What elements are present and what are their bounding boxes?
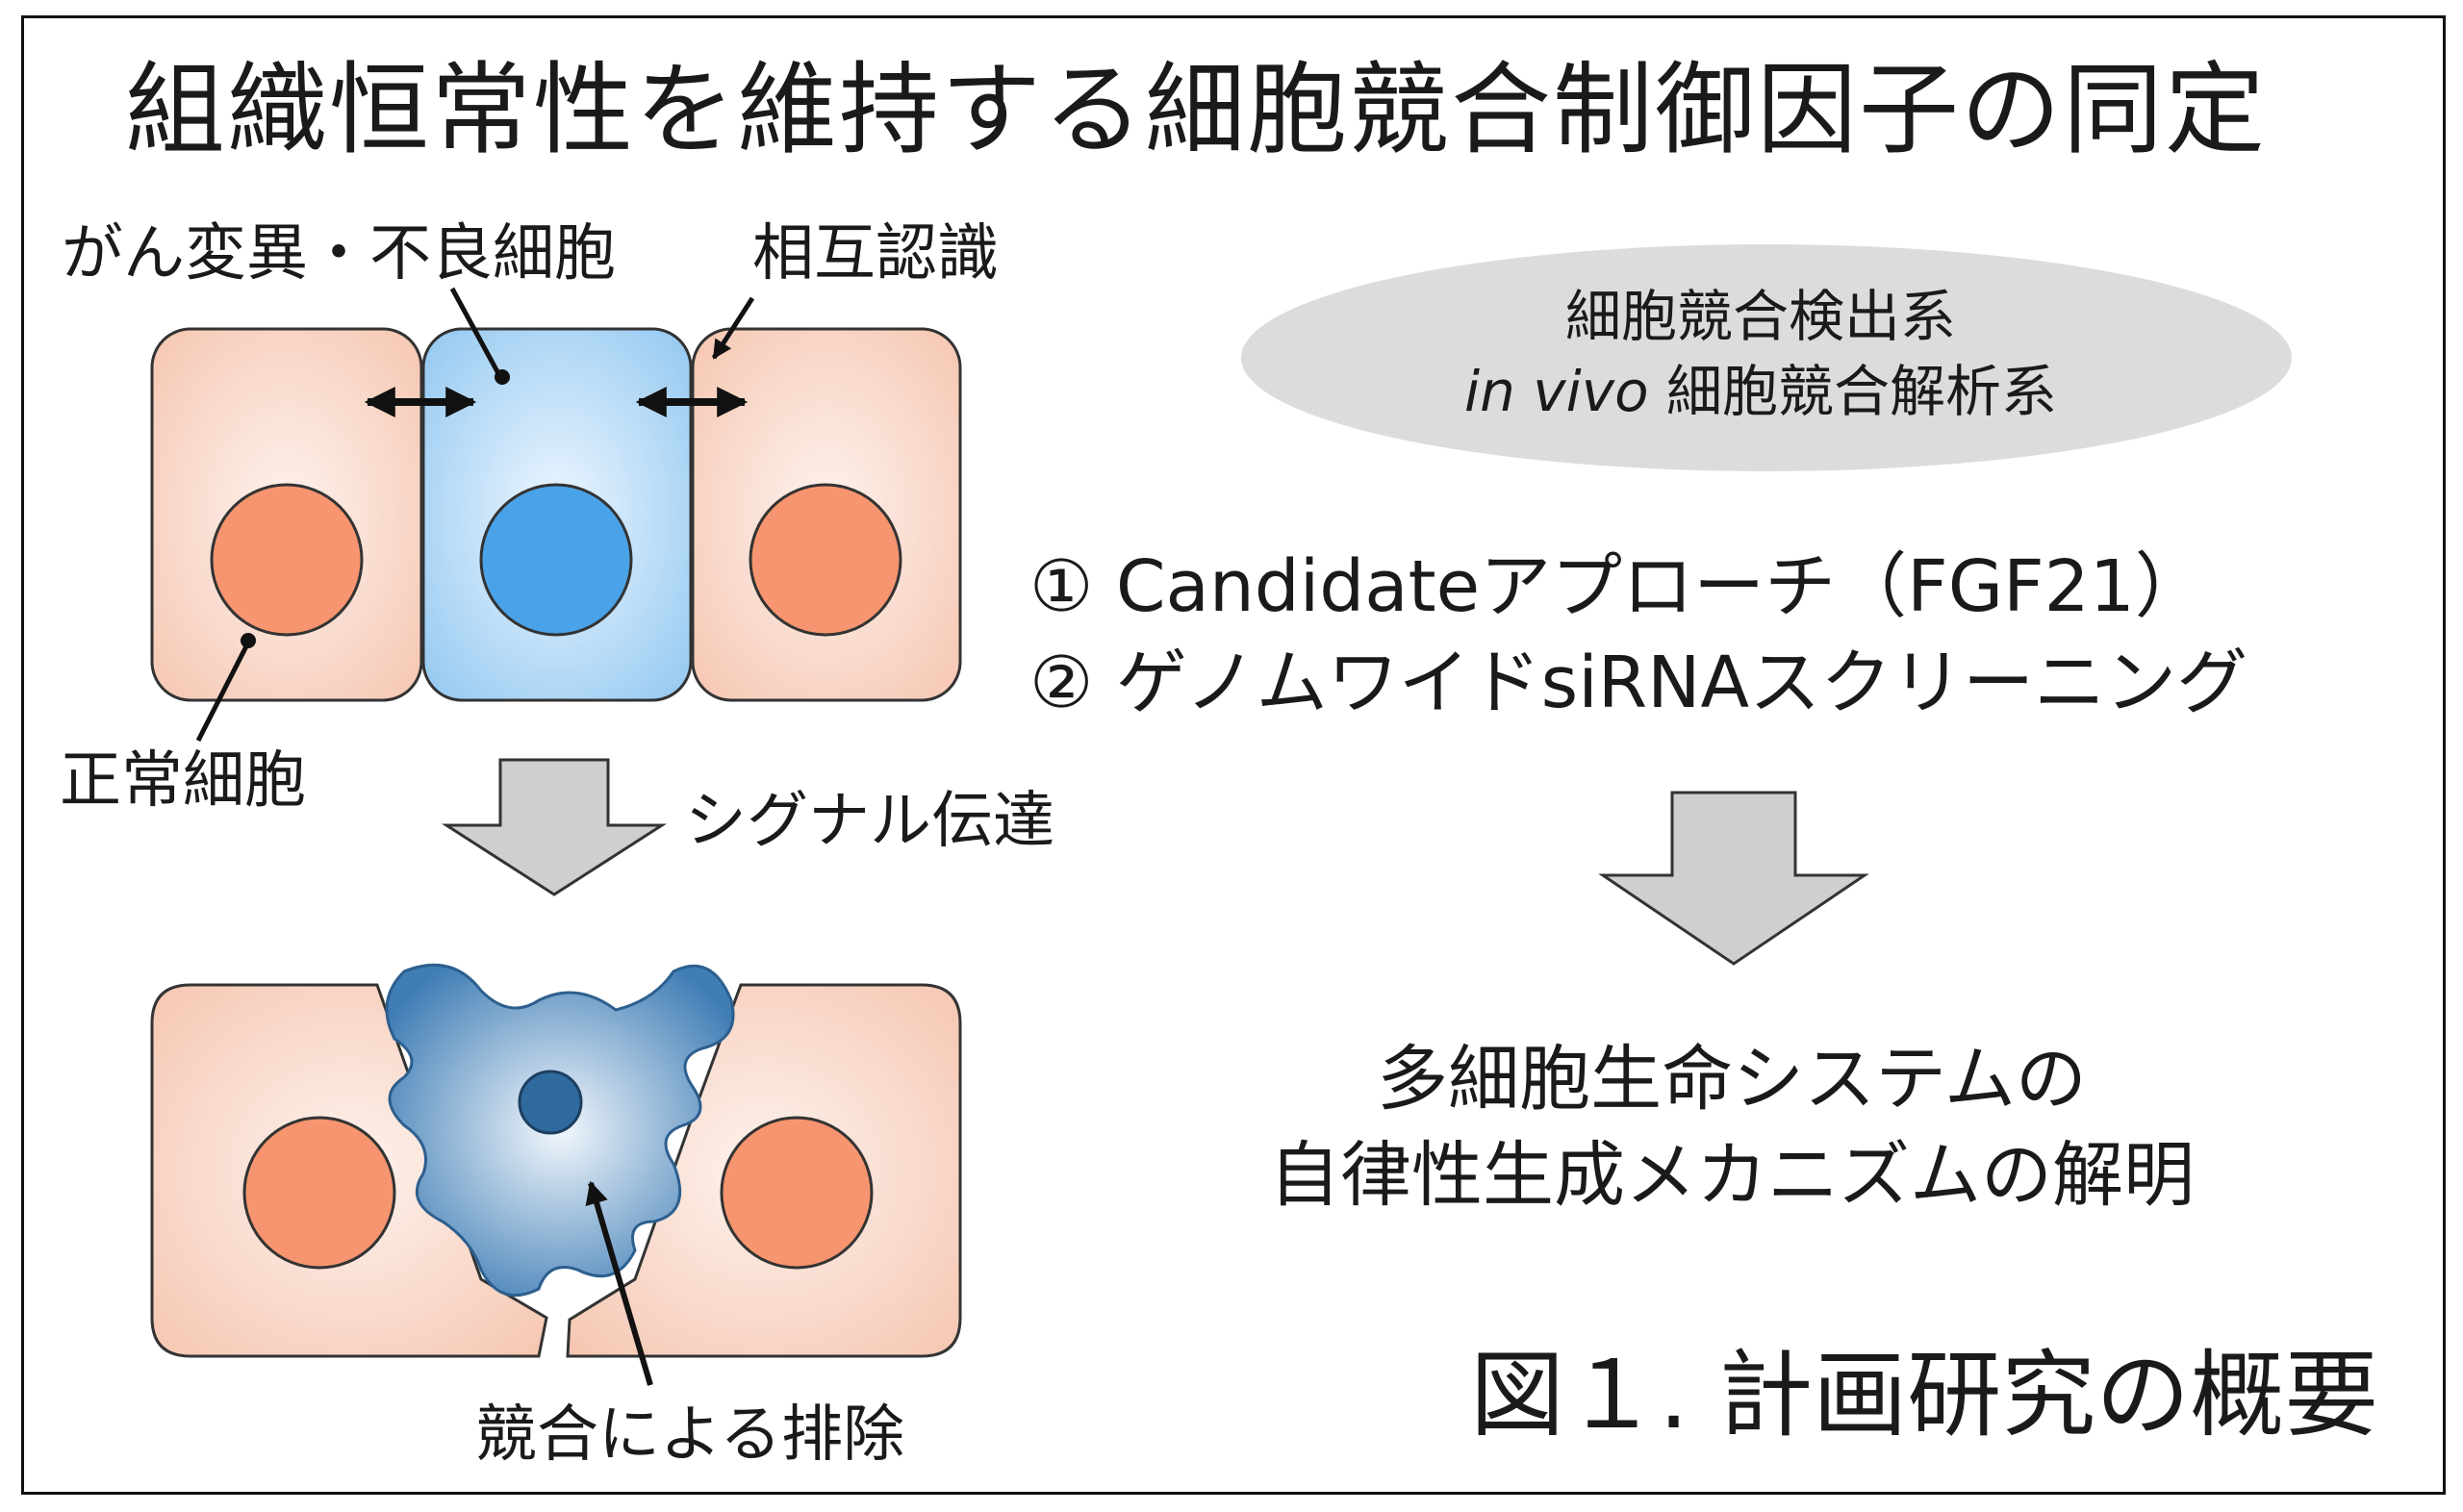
- conclusion: 多細胞生命システムの 自律性生成メカニズムの解明: [1155, 1031, 2309, 1223]
- label-elimination: 競合による排除: [475, 1399, 905, 1471]
- down-arrow-left: [441, 758, 668, 896]
- label-normal-cell: 正常細胞: [60, 745, 306, 817]
- approach-candidate: ① Candidateアプローチ（FGF21）: [1029, 545, 2206, 628]
- figure-frame: [21, 15, 2446, 1495]
- pointer-recognition: [711, 296, 755, 360]
- pointer-elimination: [585, 1180, 653, 1386]
- label-cancer-cell: がん変異・不良細胞: [62, 218, 616, 290]
- figure-caption: 図１. 計画研究の概要: [1470, 1341, 2379, 1450]
- pointer-normal: [195, 641, 251, 743]
- figure-title: 組織恒常性を維持する細胞競合制御因子の同定: [125, 51, 2268, 168]
- assay-line2-rest: 細胞競合解析系: [1648, 359, 2057, 424]
- label-mutual-recognition: 相互認識: [752, 218, 999, 290]
- pointer-cancer-dot: [495, 369, 510, 385]
- assay-in-vivo: in vivo: [1464, 359, 1649, 424]
- pointer-normal-dot: [241, 633, 256, 648]
- normal-nucleus-left: [210, 483, 364, 637]
- conclusion-line1: 多細胞生命システムの: [1377, 1038, 2087, 1121]
- conclusion-line2: 自律性生成メカニズムの解明: [1269, 1134, 2195, 1217]
- eliminated-nucleus: [518, 1070, 583, 1135]
- assay-text: 細胞競合検出系 in vivo 細胞競合解析系: [1241, 279, 2280, 429]
- label-signal-transduction: シグナル伝達: [685, 786, 1054, 857]
- normal-nucleus-bottom-left: [242, 1116, 396, 1270]
- mutant-nucleus: [479, 483, 633, 637]
- assay-ellipse: [1241, 244, 2292, 471]
- normal-nucleus-right: [749, 483, 902, 637]
- approach-sirna-screen: ② ゲノムワイドsiRNAスクリーニング: [1029, 642, 2248, 724]
- approach-list: ① Candidateアプローチ（FGF21） ② ゲノムワイドsiRNAスクリ…: [1029, 539, 2247, 731]
- assay-line2: in vivo 細胞競合解析系: [1241, 354, 2280, 429]
- assay-line1: 細胞競合検出系: [1564, 284, 1956, 349]
- down-arrow-right: [1598, 791, 1869, 966]
- pointer-cancer: [449, 287, 503, 379]
- normal-nucleus-bottom-right: [720, 1116, 874, 1270]
